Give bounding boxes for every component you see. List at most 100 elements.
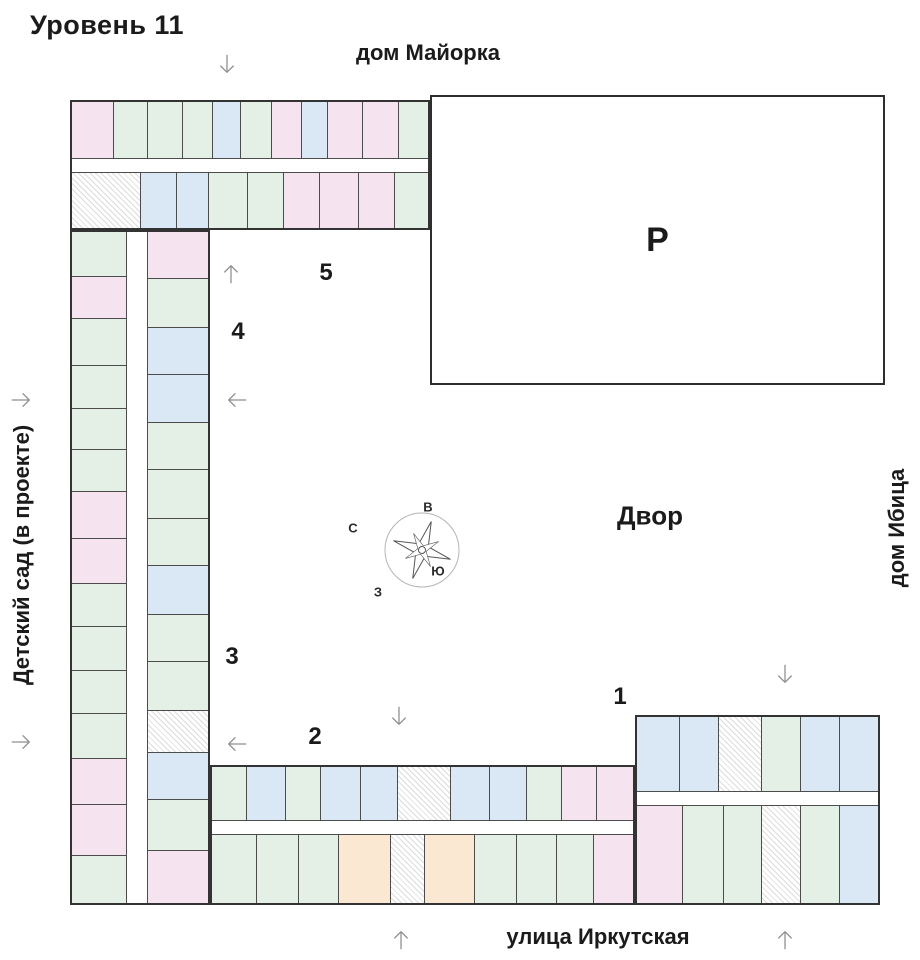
apartment-unit xyxy=(72,408,127,449)
apartment-unit xyxy=(425,835,474,903)
apartment-unit xyxy=(801,806,840,903)
section-number-3: 3 xyxy=(225,643,239,670)
apartment-strip xyxy=(72,102,429,159)
apartment-unit xyxy=(561,767,596,821)
apartment-strip xyxy=(72,172,428,228)
apartment-unit xyxy=(147,799,208,850)
apartment-unit xyxy=(72,713,127,758)
entrance-arrow-icon xyxy=(778,664,792,683)
entrance-arrow-icon xyxy=(224,265,238,284)
apartment-unit xyxy=(298,835,338,903)
wing-south xyxy=(210,765,635,905)
wing-west xyxy=(70,230,210,905)
apartment-unit xyxy=(594,835,634,903)
apartment-unit xyxy=(723,806,762,903)
apartment-unit xyxy=(72,102,114,159)
compass-south-label: Ю xyxy=(431,563,445,579)
stair-core xyxy=(72,172,141,228)
apartment-unit xyxy=(246,767,286,821)
apartment-unit xyxy=(286,767,321,821)
wing-north xyxy=(70,100,430,230)
apartment-strip xyxy=(637,806,878,903)
compass-north-label: С xyxy=(348,520,358,536)
apartment-unit xyxy=(147,278,208,327)
page-title: Уровень 11 xyxy=(30,10,184,40)
apartment-unit xyxy=(72,232,127,276)
apartment-unit xyxy=(212,102,241,159)
apartment-unit xyxy=(395,172,428,228)
entrance-arrow-icon xyxy=(11,393,30,407)
apartment-unit xyxy=(680,717,719,792)
apartment-unit xyxy=(114,102,148,159)
apartment-unit xyxy=(72,449,127,492)
apartment-strip xyxy=(212,835,634,903)
section-number-4: 4 xyxy=(231,318,245,345)
courtyard-label: Двор xyxy=(617,500,683,531)
apartment-unit xyxy=(637,806,682,903)
apartment-unit xyxy=(474,835,517,903)
apartment-unit xyxy=(72,539,127,583)
entrance-arrow-icon xyxy=(220,54,234,73)
entrance-arrow-icon xyxy=(11,735,30,749)
apartment-unit xyxy=(147,423,208,470)
corridor xyxy=(72,158,428,173)
stair-core xyxy=(719,717,762,792)
apartment-unit xyxy=(72,855,127,904)
kindergarten-label: Детский сад (в проекте) xyxy=(9,424,34,686)
building-label-mayorka: дом Майорка xyxy=(356,40,500,65)
compass-west-label: З xyxy=(373,584,383,600)
apartment-unit xyxy=(801,717,840,792)
apartment-unit xyxy=(527,767,561,821)
building-label-ibiza: дом Ибица xyxy=(884,468,909,588)
apartment-unit xyxy=(362,102,398,159)
apartment-strip xyxy=(637,717,878,792)
apartment-unit xyxy=(72,276,127,319)
apartment-unit xyxy=(556,835,594,903)
compass-rose xyxy=(384,512,460,588)
apartment-unit xyxy=(72,758,127,805)
apartment-unit xyxy=(147,232,208,278)
street-label: улица Иркутская xyxy=(506,924,690,949)
apartment-unit xyxy=(182,102,212,159)
apartment-unit xyxy=(147,374,208,423)
apartment-unit xyxy=(209,172,247,228)
corridor xyxy=(212,820,633,836)
apartment-unit xyxy=(147,470,208,519)
apartment-unit xyxy=(72,366,127,408)
section-number-1: 1 xyxy=(613,683,627,710)
apartment-unit xyxy=(283,172,320,228)
apartment-unit xyxy=(682,806,723,903)
apartment-unit xyxy=(147,519,208,565)
apartment-unit xyxy=(247,172,283,228)
apartment-unit xyxy=(321,767,360,821)
section-number-5: 5 xyxy=(319,259,333,286)
apartment-unit xyxy=(328,102,362,159)
entrance-arrow-icon xyxy=(228,737,247,751)
apartment-unit xyxy=(147,753,208,799)
apartment-unit xyxy=(450,767,489,821)
apartment-unit xyxy=(301,102,328,159)
apartment-unit xyxy=(489,767,527,821)
apartment-unit xyxy=(338,835,390,903)
apartment-strip xyxy=(147,232,208,903)
apartment-unit xyxy=(72,319,127,366)
stair-core xyxy=(390,835,425,903)
corridor xyxy=(637,791,878,807)
entrance-arrow-icon xyxy=(394,931,408,950)
stair-core xyxy=(147,710,208,753)
apartment-unit xyxy=(840,806,878,903)
apartment-unit xyxy=(398,102,429,159)
entrance-arrow-icon xyxy=(778,931,792,950)
corridor xyxy=(126,232,148,903)
section-number-2: 2 xyxy=(308,723,322,750)
apartment-unit xyxy=(148,102,182,159)
compass-east-label: В xyxy=(423,499,433,515)
apartment-unit xyxy=(141,172,177,228)
apartment-unit xyxy=(72,626,127,671)
stair-core xyxy=(397,767,450,821)
apartment-unit xyxy=(72,805,127,855)
apartment-unit xyxy=(72,492,127,539)
apartment-unit xyxy=(147,565,208,614)
